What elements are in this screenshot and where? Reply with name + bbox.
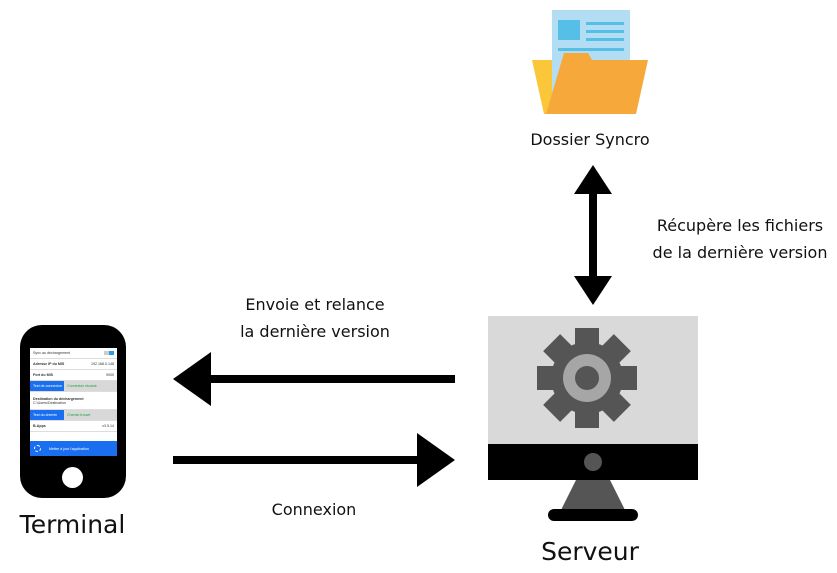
document-line xyxy=(586,22,624,25)
send-restart-label-line1: Envoie et relance xyxy=(245,295,385,314)
app-label: B-Apps xyxy=(33,424,46,428)
arrow-head-left xyxy=(173,352,211,406)
phone-screen: Sync au déchargement Adresse IP du MIS 1… xyxy=(30,348,117,456)
home-button xyxy=(62,467,83,488)
update-app-button[interactable]: Mettre à jour l'application xyxy=(30,441,117,456)
destination-label: Destination du déchargement xyxy=(33,396,84,401)
update-app-label: Mettre à jour l'application xyxy=(49,446,89,451)
ip-value[interactable]: 192.168.0.148 xyxy=(91,362,114,366)
port-value[interactable]: 9000 xyxy=(106,373,114,377)
send-restart-label-line2: la dernière version xyxy=(240,322,390,341)
server-label: Serveur xyxy=(541,537,639,566)
bidirectional-arrow xyxy=(574,165,612,305)
folder-label: Dossier Syncro xyxy=(530,130,650,149)
arrow-server-to-terminal xyxy=(173,352,455,406)
document-line xyxy=(586,38,624,41)
fetch-files-label-line2: de la dernière version xyxy=(652,243,828,262)
arrow-terminal-to-server xyxy=(173,433,455,487)
ip-row: Adresse IP du MIS 192.168.0.148 xyxy=(30,359,117,370)
test-path-button[interactable]: Test du chemin xyxy=(30,410,64,420)
arrow-head-right xyxy=(417,433,455,487)
terminal-label: Terminal xyxy=(19,510,126,539)
connection-test-row: Test de connexion Connexion réussie xyxy=(30,381,117,392)
ip-label: Adresse IP du MIS xyxy=(33,362,65,366)
port-row: Port du MIS 9000 xyxy=(30,370,117,381)
refresh-icon xyxy=(34,445,41,452)
path-test-row: Test du chemin Chemin trouvé xyxy=(30,410,117,421)
arrow-shaft xyxy=(209,375,455,383)
arrow-shaft xyxy=(589,193,597,277)
connection-label: Connexion xyxy=(271,500,357,519)
folder-with-document-icon xyxy=(532,10,648,114)
port-label: Port du MIS xyxy=(33,373,53,377)
monitor-power-button xyxy=(584,453,602,471)
folder-front xyxy=(546,53,648,114)
destination-row: Destination du déchargement C:\Users\Des… xyxy=(30,392,117,410)
arrow-shaft xyxy=(173,456,421,464)
path-status: Chemin trouvé xyxy=(67,413,91,417)
connection-status: Connexion réussie xyxy=(67,384,97,388)
monitor-base xyxy=(548,509,638,521)
document-line xyxy=(558,48,624,51)
arrow-head-down xyxy=(574,276,612,305)
monitor-gear-icon xyxy=(488,316,698,521)
gear-icon xyxy=(537,328,637,428)
sync-toggle[interactable] xyxy=(104,351,114,355)
destination-value[interactable]: C:\Users\Destination xyxy=(33,400,66,405)
arrow-head-up xyxy=(574,165,612,194)
document-image xyxy=(558,20,580,40)
monitor-stand xyxy=(560,480,626,512)
sync-row: Sync au déchargement xyxy=(30,348,117,359)
sync-label: Sync au déchargement xyxy=(33,351,70,355)
send-restart-label: Envoie et relance la dernière version xyxy=(200,291,430,345)
test-connection-button[interactable]: Test de connexion xyxy=(30,381,64,391)
document-line xyxy=(586,30,624,33)
app-version: v3.5.14 xyxy=(102,424,114,428)
fetch-files-label-line1: Récupère les fichiers xyxy=(656,216,824,235)
app-version-row: B-Apps v3.5.14 xyxy=(30,421,117,432)
fetch-files-label: Récupère les fichiers de la dernière ver… xyxy=(640,212,837,266)
gear-hub xyxy=(575,366,599,390)
